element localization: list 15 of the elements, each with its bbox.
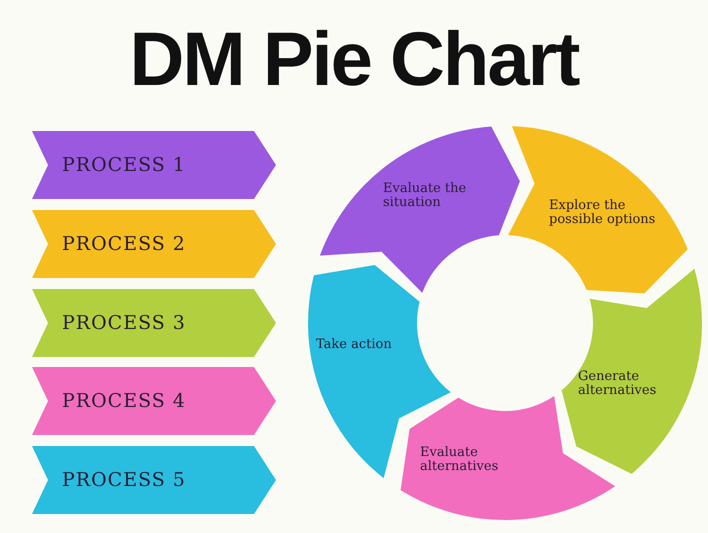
ring-segment xyxy=(320,126,520,293)
process-label: PROCESS 2 xyxy=(62,233,186,255)
segment-label: Evaluate the situation xyxy=(383,182,468,211)
segment-label: Evaluate alternatives xyxy=(420,446,500,475)
process-label: PROCESS 3 xyxy=(62,312,186,334)
process-label: PROCESS 4 xyxy=(62,390,186,412)
segment-label: Take action xyxy=(316,338,392,352)
ring-segment xyxy=(508,126,688,294)
ring-segment xyxy=(562,268,702,474)
segment-label: Generate alternatives xyxy=(578,370,658,399)
title: DM Pie Chart xyxy=(130,22,578,98)
ring-segment xyxy=(400,396,616,520)
segment-label: Explore the possible options xyxy=(549,199,656,228)
process-label: PROCESS 1 xyxy=(62,154,186,176)
process-label: PROCESS 5 xyxy=(62,469,186,491)
